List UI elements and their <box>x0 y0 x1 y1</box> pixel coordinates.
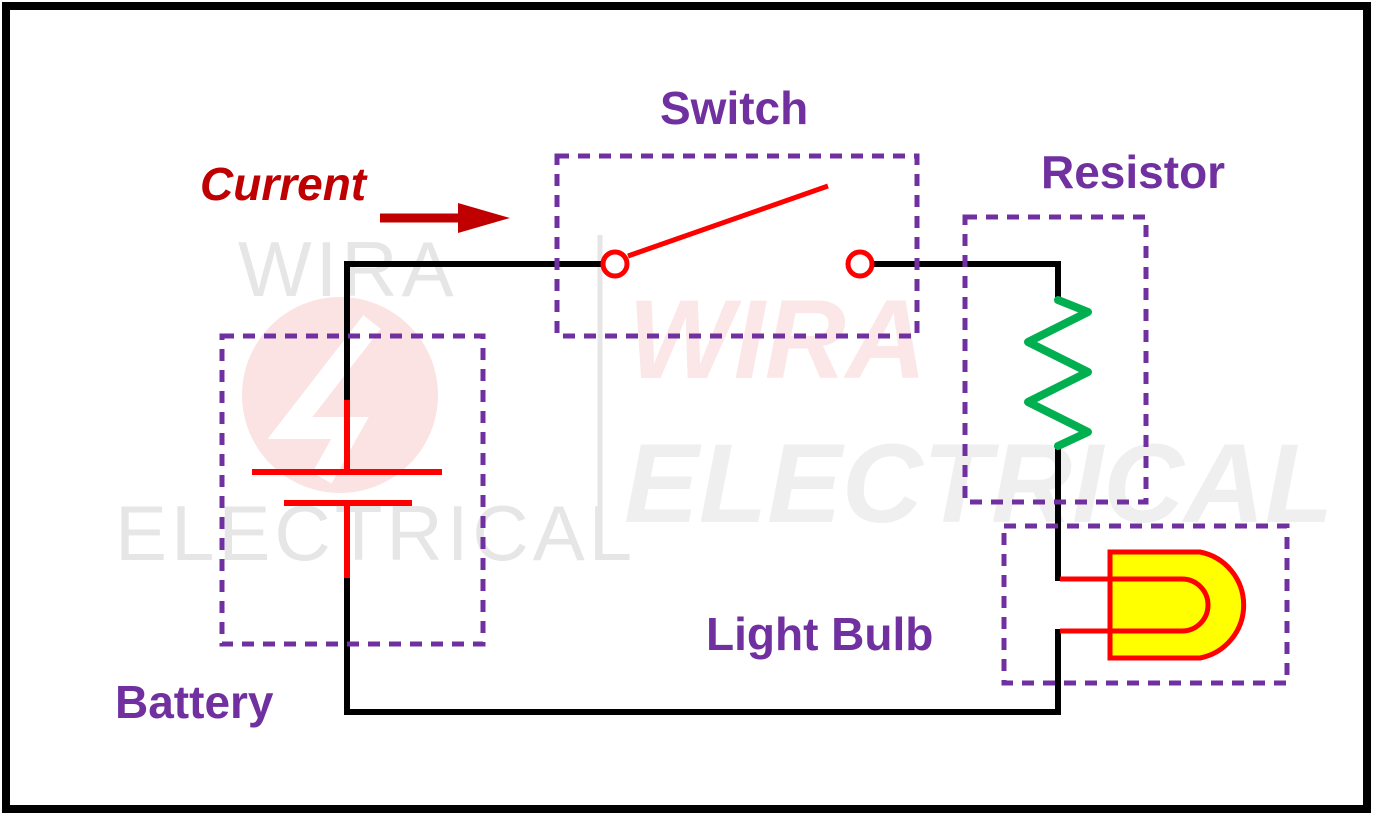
light-bulb-box <box>1001 523 1290 686</box>
wire-top-right <box>865 261 1061 303</box>
watermark-right-top: WIRA <box>628 277 927 402</box>
current-label: Current <box>200 158 368 210</box>
light-bulb-label: Light Bulb <box>706 608 933 660</box>
component-boxes <box>219 153 1290 686</box>
bulb-body <box>1107 549 1247 661</box>
bulb-filament <box>1060 576 1211 634</box>
current-arrow <box>380 203 510 233</box>
battery-label: Battery <box>115 676 274 728</box>
light-bulb-symbol <box>1060 549 1247 661</box>
current-arrow-head-icon <box>458 203 510 233</box>
resistor-box <box>962 214 1149 505</box>
watermark-bolt-icon <box>267 315 381 484</box>
switch-lever <box>627 183 829 259</box>
switch-terminal-right <box>845 249 875 279</box>
switch-terminal-left <box>600 249 630 279</box>
watermark-right-bottom: ELECTRICAL <box>624 421 1333 546</box>
resistor-label: Resistor <box>1041 146 1225 198</box>
switch-box <box>554 153 920 339</box>
battery-box <box>219 333 486 647</box>
wire-top-left <box>344 261 610 403</box>
battery-symbol <box>252 400 442 578</box>
watermark-logo <box>242 297 438 493</box>
switch-label: Switch <box>660 82 808 134</box>
switch-symbol <box>600 183 875 279</box>
resistor-zigzag <box>1024 296 1092 450</box>
